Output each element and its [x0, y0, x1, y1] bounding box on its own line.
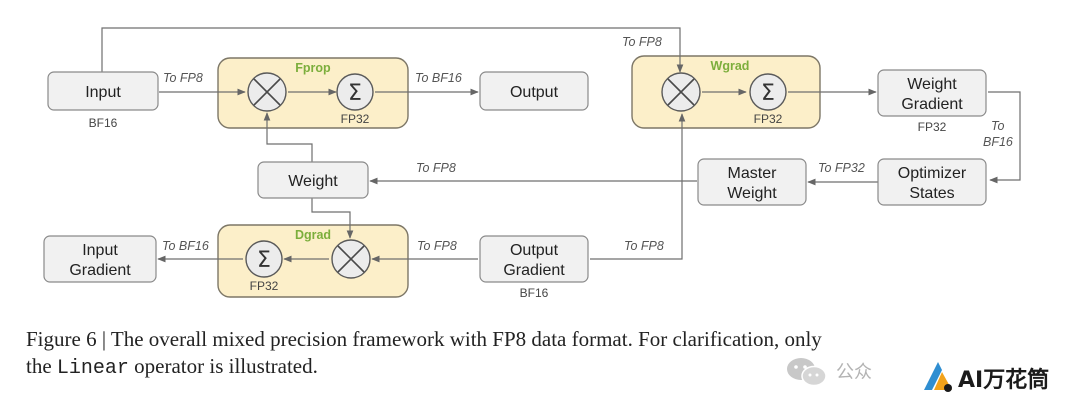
edge-label-dgrad-to-input-gradient: To BF16 [162, 239, 209, 253]
svg-text:Σ: Σ [761, 81, 775, 106]
wire-weight-to-dgrad [311, 197, 354, 239]
output-gradient-node: Output Gradient BF16 [479, 235, 589, 300]
edge-labels: To FP8 To BF16 To FP8 To BF16 To FP32 To… [162, 35, 1013, 253]
fprop-label: Fprop [295, 61, 331, 75]
weight-gradient-node: Weight Gradient FP32 [877, 69, 987, 134]
watermark: 公众 AI万花筒 [780, 350, 1080, 400]
dgrad-multiply-op [331, 239, 371, 279]
svg-text:Σ: Σ [257, 248, 271, 273]
output-node: Output [479, 71, 589, 111]
master-weight-node: Master Weight [697, 158, 807, 206]
dgrad-label: Dgrad [295, 228, 331, 242]
svg-text:Gradient: Gradient [503, 262, 565, 279]
caption-line-1: Figure 6 | The overall mixed precision f… [26, 327, 822, 351]
edge-label-outgrad-to-wgrad: To FP8 [624, 239, 664, 253]
figure-caption: Figure 6 | The overall mixed precision f… [26, 326, 1066, 382]
svg-text:Output: Output [510, 242, 559, 259]
caption-line-2: the Linear operator is illustrated. [26, 354, 318, 380]
edge-label-weight-gradient-to: To [991, 119, 1004, 133]
fprop-multiply-op [247, 72, 287, 112]
svg-text:Gradient: Gradient [901, 96, 963, 113]
input-node: Input BF16 [47, 71, 159, 130]
svg-text:Weight: Weight [727, 185, 777, 202]
weight-node: Weight [257, 161, 369, 199]
output-gradient-precision: BF16 [520, 286, 549, 300]
fprop-sum-precision: FP32 [341, 112, 370, 126]
wgrad-multiply-op [661, 72, 701, 112]
wire-weight-to-fprop [263, 112, 313, 162]
brand-logo: AI万花筒 [920, 358, 1049, 399]
svg-text:Master: Master [728, 165, 778, 182]
svg-text:Output: Output [510, 84, 559, 101]
mixed-precision-diagram: Fprop Wgrad Dgrad Input BF16 Output [43, 27, 1021, 300]
edge-label-optimizer-to-master: To FP32 [818, 161, 865, 175]
svg-text:States: States [909, 185, 954, 202]
svg-text:Optimizer: Optimizer [898, 165, 967, 182]
wgrad-sum-precision: FP32 [754, 112, 783, 126]
fprop-group: Fprop [217, 57, 409, 129]
svg-text:Input: Input [82, 242, 118, 259]
input-gradient-node: Input Gradient [43, 235, 157, 283]
svg-text:Gradient: Gradient [69, 262, 131, 279]
svg-text:Σ: Σ [348, 81, 362, 106]
edge-label-outgrad-to-dgrad: To FP8 [417, 239, 457, 253]
optimizer-states-node: Optimizer States [877, 158, 987, 206]
svg-text:Weight: Weight [907, 76, 957, 93]
wire-input-to-wgrad-mul [101, 27, 684, 73]
brand-name: AI万花筒 [958, 368, 1050, 393]
input-precision: BF16 [89, 116, 118, 130]
wgrad-label: Wgrad [711, 59, 750, 73]
wire-weight-gradient-to-optimizer [988, 91, 1021, 184]
svg-text:Weight: Weight [288, 173, 338, 190]
svg-text:Input: Input [85, 84, 121, 101]
edge-label-input-to-wgrad: To FP8 [622, 35, 662, 49]
edge-label-input-to-fprop: To FP8 [163, 71, 203, 85]
fprop-sum-op: Σ FP32 [336, 73, 374, 126]
watermark-text: 公众 [836, 362, 872, 383]
dgrad-sum-precision: FP32 [250, 279, 279, 293]
wire-outgrad-to-wgrad [590, 113, 686, 260]
wgrad-sum-op: Σ FP32 [749, 73, 787, 126]
caption-code-linear: Linear [56, 357, 129, 380]
brand-logo-icon [924, 362, 952, 392]
edge-label-master-to-weight: To FP8 [416, 161, 456, 175]
wechat-icon [787, 358, 827, 387]
dgrad-sum-op: Σ FP32 [245, 240, 283, 293]
edge-label-weight-gradient-bf16: BF16 [983, 135, 1013, 149]
edge-label-fprop-to-output: To BF16 [415, 71, 462, 85]
wires [101, 27, 1021, 263]
weight-gradient-precision: FP32 [918, 120, 947, 134]
